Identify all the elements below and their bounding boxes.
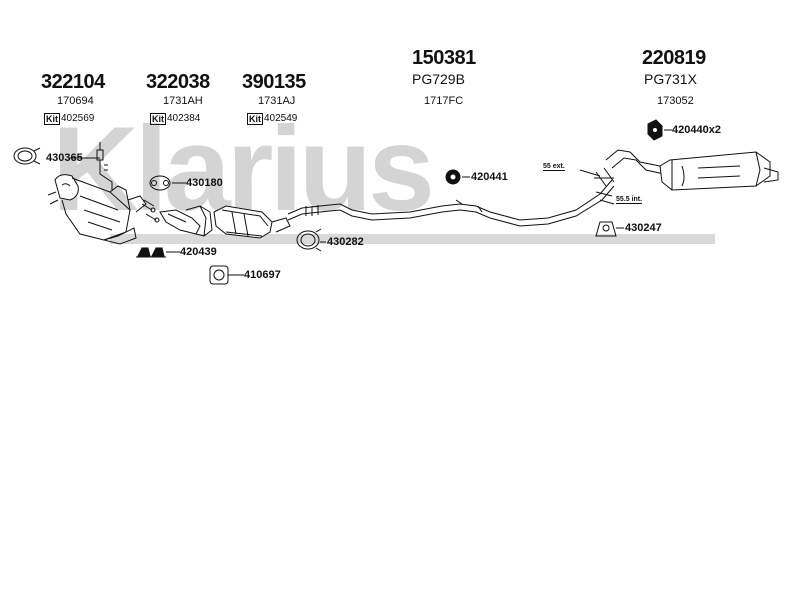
kit-number: 402384 [167,113,201,124]
hanger-bracket-icon [595,221,617,237]
oe-code-1731AJ: 1731AJ [258,95,296,107]
ref-420441: 420441 [471,171,508,183]
note-55-5-int: 55.5 int. [616,196,643,204]
mounting-rubber-icon [136,247,166,258]
ref-430282: 430282 [327,236,364,248]
part-number-322104: 322104 [41,71,105,93]
silencer-mount-icon [647,119,663,141]
oe-code-173052: 173052 [657,95,694,107]
bolt-set-icon [141,199,160,223]
ref-430365: 430365 [46,152,83,164]
catalytic-converter-icon [213,205,291,239]
part-number-322038: 322038 [146,71,210,93]
oe-code-1731AH: 1731AH [163,95,203,107]
intermediate-pipe-icon [287,179,615,227]
ref-420439: 420439 [180,246,217,258]
kit-number: 402569 [61,113,95,124]
watermark-bar [110,234,715,244]
kit-label: Kit [150,113,166,125]
manifold-icon [47,174,147,245]
hanger-rubber-icon [445,169,461,185]
clamp-icon [13,147,41,165]
variant-PG729B: PG729B [412,71,465,87]
kit-label: Kit [247,113,263,125]
pipe-joint-icon [594,167,615,197]
ref-430180: 430180 [186,177,223,189]
oe-code-1717FC: 1717FC [424,95,464,107]
oe-code-170694: 170694 [57,95,94,107]
kit-number: 402549 [264,113,298,124]
kit-reference-402549: Kit 402549 [247,113,297,125]
ref-420440x2: 420440x2 [672,124,721,136]
clamp-icon [296,228,322,252]
part-number-150381: 150381 [412,47,476,69]
square-gasket-icon [209,265,229,285]
kit-label: Kit [44,113,60,125]
rear-silencer-icon [605,149,779,191]
ref-410697: 410697 [244,269,281,281]
part-number-220819: 220819 [642,47,706,69]
leader-lines [70,129,672,276]
lambda-sensor-icon [96,142,113,190]
gasket-icon [149,175,171,191]
note-55-ext: 55 ext. [543,163,565,171]
variant-PG731X: PG731X [644,71,697,87]
kit-reference-402569: Kit 402569 [44,113,94,125]
ref-430247: 430247 [625,222,662,234]
part-number-390135: 390135 [242,71,306,93]
kit-reference-402384: Kit 402384 [150,113,200,125]
front-pipe-icon [159,205,213,237]
